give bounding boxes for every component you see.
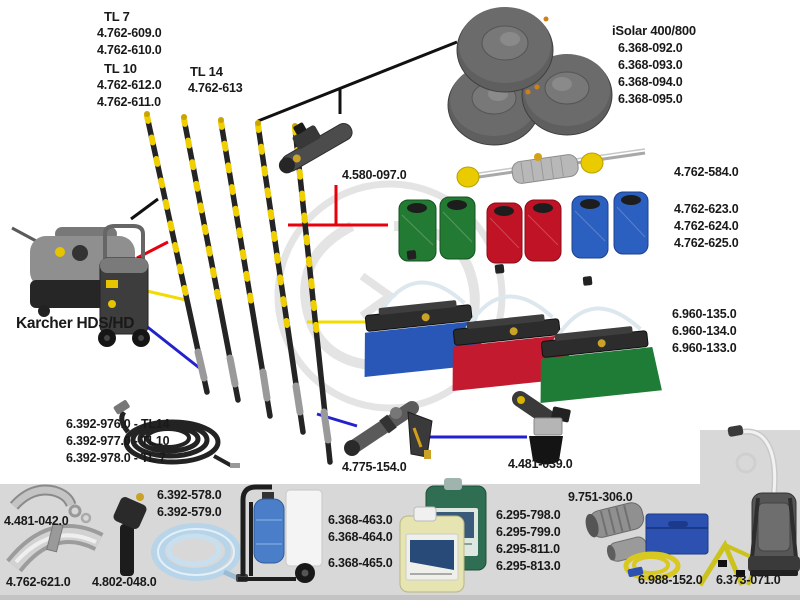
- line-machine-to-lances-black: [130, 197, 159, 221]
- label-tl14-code-1: 4.762-613: [188, 81, 243, 95]
- label-swivel-code: 4.580-097.0: [342, 168, 407, 182]
- label-bent-pipe-code: 4.481-042.0: [4, 514, 69, 528]
- label-hp-hose-code-1: 6.392-976.0 - TL14: [66, 417, 170, 431]
- label-hp-hose-code-2: 6.392-977.0 - TL10: [66, 434, 170, 448]
- label-isolar-code-3: 6.368-094.0: [618, 75, 683, 89]
- hp-hose-coil-illustration: [113, 400, 240, 468]
- label-safety-kit-code: 6.988-152.0: [638, 573, 703, 587]
- label-coupling-code: 9.751-306.0: [568, 490, 633, 504]
- backpack-illustration: [727, 425, 800, 576]
- pressure-washers-illustration: [11, 224, 150, 347]
- label-roller-shaft-code: 4.762-584.0: [674, 165, 739, 179]
- isolar-discs-illustration: [447, 7, 613, 146]
- angled-adapter-illustration: [113, 493, 147, 576]
- label-tl14-title: TL 14: [190, 64, 223, 79]
- label-roller-brush-code-2: 4.762-624.0: [674, 219, 739, 233]
- line-lances-to-isolar-black: [257, 40, 458, 123]
- label-roller-brush-code-3: 4.762-625.0: [674, 236, 739, 250]
- label-angle-nozzle-code: 4.481-039.0: [508, 457, 573, 471]
- label-machine: Karcher HDS/HD: [16, 315, 135, 332]
- label-isolar-code-1: 6.368-092.0: [618, 41, 683, 55]
- label-tl10-code-1: 4.762-612.0: [97, 78, 162, 92]
- telescopic-lances-illustration: [144, 111, 333, 465]
- detergent-canisters-illustration: [399, 478, 487, 593]
- label-tl7-code-2: 4.762-610.0: [97, 43, 162, 57]
- label-gun-code: 4.775-154.0: [342, 460, 407, 474]
- label-detergent-code-2: 6.295-799.0: [496, 525, 561, 539]
- splash-guard-illustration: [6, 522, 104, 573]
- label-adapter-code: 4.802-048.0: [92, 575, 157, 589]
- roller-brushes-illustration: [398, 191, 649, 264]
- label-wash-brush-code-3: 6.960-133.0: [672, 341, 737, 355]
- label-isolar-code-2: 6.368-093.0: [618, 58, 683, 72]
- label-detergent-code-4: 6.295-813.0: [496, 559, 561, 573]
- bottom-strip-edge: [0, 595, 800, 600]
- label-water-treatment-code-1: 6.368-463.0: [328, 513, 393, 527]
- label-detergent-code-3: 6.295-811.0: [496, 542, 560, 556]
- label-isolar-title: iSolar 400/800: [612, 23, 696, 38]
- label-tl10-code-2: 4.762-611.0: [97, 95, 161, 109]
- label-wash-brush-code-1: 6.960-135.0: [672, 307, 737, 321]
- label-detergent-code-1: 6.295-798.0: [496, 508, 561, 522]
- bent-pipe-illustration: [9, 484, 92, 524]
- spray-gun-illustration: [344, 401, 433, 459]
- water-treatment-trolley-illustration: [238, 484, 323, 583]
- label-wash-brush-code-2: 6.960-134.0: [672, 324, 737, 338]
- swivel-joint-illustration: [278, 122, 353, 174]
- label-water-hose-code-2: 6.392-579.0: [157, 505, 222, 519]
- label-tl7-code-1: 4.762-609.0: [97, 26, 162, 40]
- angle-nozzle-illustration: [512, 391, 571, 465]
- label-tl7-title: TL 7: [104, 9, 130, 24]
- water-hose-coil-illustration: [151, 523, 248, 582]
- bottom-gray-strip-extension: [700, 430, 800, 484]
- label-water-treatment-code-2: 6.368-464.0: [328, 530, 393, 544]
- roller-shaft-illustration: [456, 148, 646, 188]
- wash-brushes-illustration: [364, 250, 662, 403]
- label-isolar-code-4: 6.368-095.0: [618, 92, 683, 106]
- label-roller-brush-code-1: 4.762-623.0: [674, 202, 739, 216]
- label-splash-guard-code: 4.762-621.0: [6, 575, 71, 589]
- label-backpack-code: 6.373-071.0: [716, 573, 781, 587]
- label-hp-hose-code-3: 6.392-978.0 - TL 7: [66, 451, 166, 465]
- safety-kit-illustration: [623, 513, 761, 587]
- label-water-hose-code-1: 6.392-578.0: [157, 488, 222, 502]
- label-tl10-title: TL 10: [104, 61, 137, 76]
- label-water-treatment-code-3: 6.368-465.0: [328, 556, 393, 570]
